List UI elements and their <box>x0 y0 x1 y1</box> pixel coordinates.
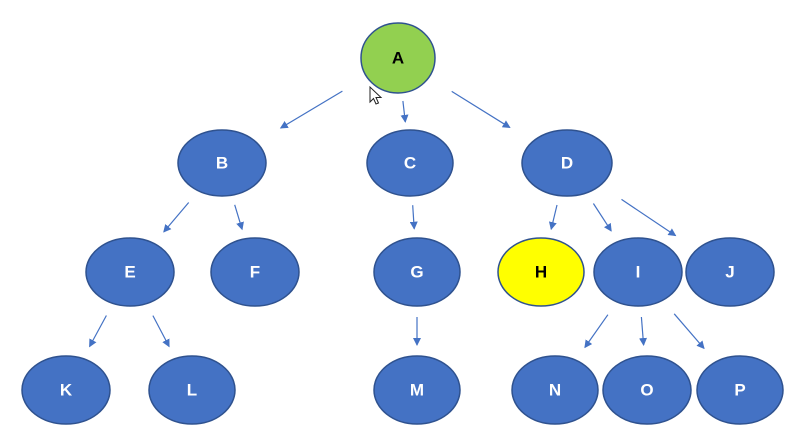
node-h[interactable]: H <box>497 237 585 307</box>
edge-e-l <box>152 315 170 348</box>
nodes-layer: A B C D E F G H I J K L M N O P <box>21 22 784 425</box>
node-l[interactable]: L <box>148 355 236 425</box>
node-label: N <box>549 381 561 400</box>
edge-e-k <box>89 315 107 348</box>
edge-i-p <box>673 313 705 350</box>
node-o[interactable]: O <box>602 355 692 425</box>
edge-d-i <box>592 203 612 232</box>
node-shape[interactable] <box>511 355 599 425</box>
node-e[interactable]: E <box>85 237 175 307</box>
edge-b-e <box>163 202 190 233</box>
node-label: C <box>404 154 416 173</box>
node-label: B <box>216 154 228 173</box>
edge-i-n <box>584 314 609 349</box>
node-shape[interactable] <box>177 129 267 197</box>
node-label: F <box>250 263 260 282</box>
node-k[interactable]: K <box>21 355 111 425</box>
node-j[interactable]: J <box>685 237 775 307</box>
node-shape[interactable] <box>685 237 775 307</box>
node-a[interactable]: A <box>360 22 436 94</box>
edge-i-o <box>639 316 648 346</box>
node-g[interactable]: G <box>373 237 461 307</box>
node-f[interactable]: F <box>210 237 300 307</box>
node-shape[interactable] <box>521 129 613 197</box>
edges-layer <box>89 90 705 350</box>
node-m[interactable]: M <box>373 355 461 425</box>
node-label: L <box>187 381 197 400</box>
edge-b-f <box>234 204 244 231</box>
node-label: M <box>410 381 424 400</box>
node-p[interactable]: P <box>696 355 784 425</box>
mouse-pointer-icon <box>369 85 383 105</box>
node-shape[interactable] <box>373 237 461 307</box>
node-shape[interactable] <box>21 355 111 425</box>
node-shape[interactable] <box>696 355 784 425</box>
edge-c-g <box>409 205 418 230</box>
edge-d-j <box>621 198 677 237</box>
node-label: A <box>392 49 404 68</box>
node-shape[interactable] <box>85 237 175 307</box>
node-label: I <box>636 263 641 282</box>
node-shape[interactable] <box>602 355 692 425</box>
node-label: E <box>124 263 135 282</box>
node-b[interactable]: B <box>177 129 267 197</box>
node-label: G <box>410 263 423 282</box>
node-label: H <box>535 263 547 282</box>
edge-d-h <box>548 204 558 231</box>
node-label: K <box>60 381 73 400</box>
node-label: D <box>561 154 573 173</box>
node-shape[interactable] <box>593 237 683 307</box>
node-shape[interactable] <box>497 237 585 307</box>
node-shape[interactable] <box>360 22 436 94</box>
node-label: P <box>734 381 745 400</box>
edge-a-b <box>279 90 343 129</box>
node-label: O <box>640 381 653 400</box>
node-n[interactable]: N <box>511 355 599 425</box>
node-shape[interactable] <box>366 129 454 197</box>
node-shape[interactable] <box>210 237 300 307</box>
node-i[interactable]: I <box>593 237 683 307</box>
node-shape[interactable] <box>148 355 236 425</box>
node-c[interactable]: C <box>366 129 454 197</box>
node-d[interactable]: D <box>521 129 613 197</box>
node-shape[interactable] <box>373 355 461 425</box>
edge-a-d <box>451 90 511 129</box>
edge-a-c <box>400 100 409 123</box>
node-label: J <box>725 263 734 282</box>
